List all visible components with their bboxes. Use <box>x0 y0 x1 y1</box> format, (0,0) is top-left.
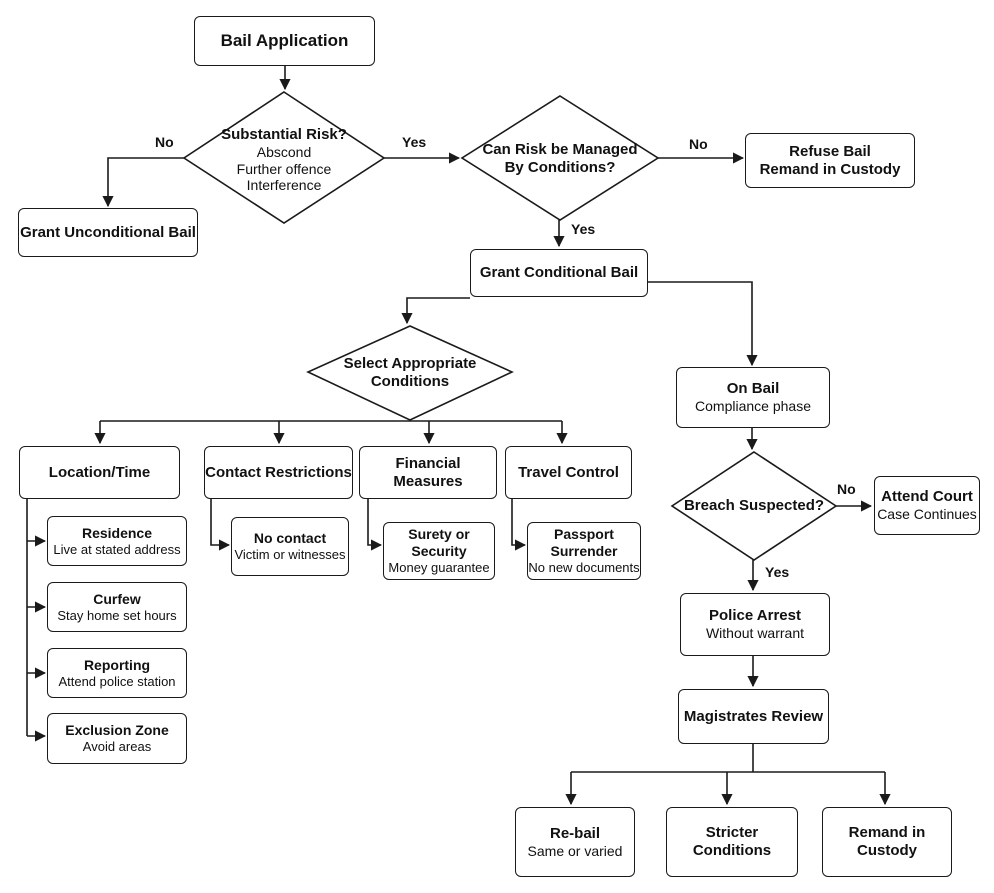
node-contact-restrictions: Contact Restrictions <box>204 446 353 499</box>
node-subtitle: Live at stated address <box>53 541 181 557</box>
node-no-contact: No contact Victim or witnesses <box>231 517 349 576</box>
node-on-bail: On Bail Compliance phase <box>676 367 830 428</box>
node-title: Reporting <box>83 656 151 673</box>
node-title: On Bail <box>726 380 780 398</box>
node-residence: Residence Live at stated address <box>47 516 187 566</box>
node-select-conditions: Select Appropriate Conditions <box>330 352 490 394</box>
node-title: Contact Restrictions <box>205 463 352 481</box>
node-title: Grant Unconditional Bail <box>20 223 196 241</box>
node-remand-custody: Remand in Custody <box>822 807 952 877</box>
node-title: Substantial Risk? <box>221 125 347 143</box>
node-title: Travel Control <box>518 463 619 481</box>
node-subtitle: Without warrant <box>705 625 805 642</box>
node-title: Surety or Security <box>408 526 470 560</box>
node-police-arrest: Police Arrest Without warrant <box>680 593 830 656</box>
edge-conditional-select <box>401 297 470 325</box>
node-line: Further offence <box>236 160 332 177</box>
node-rebail: Re-bail Same or varied <box>515 807 635 877</box>
node-subtitle: Stay home set hours <box>57 607 177 623</box>
node-passport: Passport Surrender No new documents <box>527 522 641 580</box>
node-title-2: By Conditions? <box>504 159 616 176</box>
node-title: Location/Time <box>48 463 151 481</box>
node-surety: Surety or Security Money guarantee <box>383 522 495 580</box>
node-financial-measures: Financial Measures <box>359 446 497 499</box>
node-substantial-risk: Substantial Risk? Abscond Further offenc… <box>204 122 364 198</box>
node-title-2: Conditions <box>370 373 450 390</box>
node-subtitle: Compliance phase <box>695 398 811 415</box>
node-title: Can Risk be Managed <box>482 141 638 158</box>
node-title: Residence <box>81 524 153 541</box>
node-location-time: Location/Time <box>19 446 180 499</box>
edge-conditional-onbail <box>648 281 758 367</box>
node-subtitle: Money guarantee <box>388 560 490 575</box>
node-subtitle: No new documents <box>528 560 640 575</box>
node-stricter-conditions: Stricter Conditions <box>666 807 798 877</box>
node-subtitle: Victim or witnesses <box>234 547 346 563</box>
node-title: Attend Court <box>881 488 973 506</box>
node-title: Financial Measures <box>393 454 463 490</box>
substantial-risk-diamond <box>182 91 386 224</box>
node-travel-control: Travel Control <box>505 446 632 499</box>
node-title: Remand in Custody <box>848 824 926 859</box>
node-grant-conditional: Grant Conditional Bail <box>470 249 648 297</box>
node-subtitle: Attend police station <box>58 673 176 689</box>
node-line: Interference <box>246 177 322 194</box>
node-title: Refuse Bail <box>789 142 871 160</box>
node-grant-unconditional: Grant Unconditional Bail <box>18 208 198 257</box>
node-attend-court: Attend Court Case Continues <box>874 476 980 535</box>
node-title: Curfew <box>93 590 141 607</box>
breach-suspected-diamond <box>670 451 838 561</box>
edge-label-manage-no: No <box>689 136 708 152</box>
edge-contact-nocontact <box>210 499 231 551</box>
node-title: Exclusion Zone <box>65 722 169 739</box>
node-title: Police Arrest <box>709 607 801 625</box>
node-can-manage: Can Risk be Managed By Conditions? <box>478 138 642 180</box>
edge-travel-passport <box>511 499 527 551</box>
can-manage-diamond <box>460 95 660 221</box>
node-magistrates-review: Magistrates Review <box>678 689 829 744</box>
edge-label-manage-yes: Yes <box>571 221 596 237</box>
node-title: Breach Suspected? <box>683 497 825 514</box>
node-title: Magistrates Review <box>683 707 824 725</box>
edge-select-bus <box>100 420 562 422</box>
node-curfew: Curfew Stay home set hours <box>47 582 187 632</box>
node-subtitle: Case Continues <box>877 506 977 523</box>
node-refuse-bail: Refuse Bail Remand in Custody <box>745 133 915 188</box>
edge-label-risk-yes: Yes <box>402 134 427 150</box>
node-title: Select Appropriate <box>343 355 477 372</box>
node-exclusion-zone: Exclusion Zone Avoid areas <box>47 713 187 764</box>
edge-label-breach-no: No <box>837 481 856 497</box>
node-title-2: Remand in Custody <box>759 160 901 178</box>
node-title: Passport Surrender <box>550 526 618 560</box>
node-title: No contact <box>253 530 327 547</box>
node-subtitle: Avoid areas <box>82 739 152 755</box>
edge-label-risk-no: No <box>155 134 174 150</box>
node-title: Grant Conditional Bail <box>479 264 639 281</box>
edge-financial-surety <box>367 499 383 551</box>
edge-risk-no <box>102 157 184 208</box>
node-breach-suspected: Breach Suspected? <box>680 494 828 518</box>
node-title: Stricter Conditions <box>692 824 772 859</box>
node-title: Re-bail <box>549 824 600 842</box>
node-bail-application: Bail Application <box>194 16 375 66</box>
node-reporting: Reporting Attend police station <box>47 648 187 698</box>
node-subtitle: Same or varied <box>527 842 623 859</box>
edge-label-breach-yes: Yes <box>765 564 790 580</box>
node-title: Bail Application <box>220 30 349 50</box>
node-line: Abscond <box>256 143 312 160</box>
